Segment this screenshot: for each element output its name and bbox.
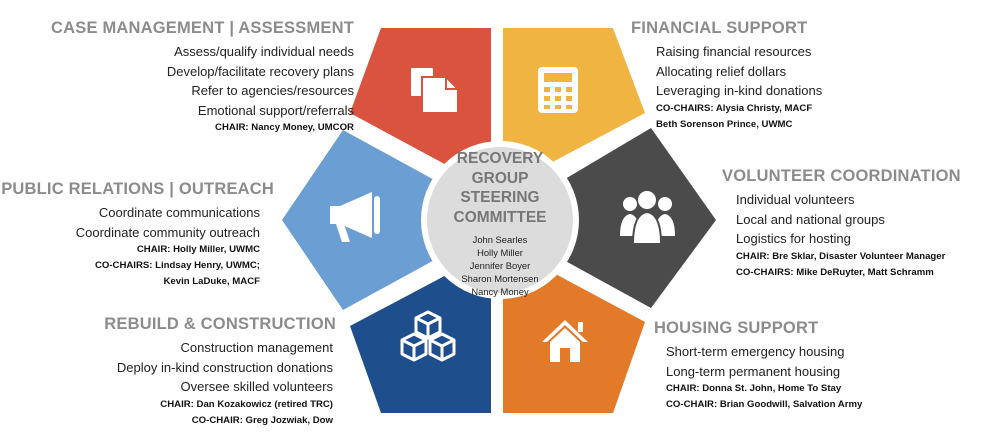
member-name: Jennifer Boyer: [469, 260, 531, 271]
panel-title: REBUILD & CONSTRUCTION: [104, 315, 336, 333]
panel-item: Raising financial resources: [656, 44, 812, 59]
panel-item: Refer to agencies/resources: [191, 83, 354, 98]
panel-item: Leveraging in-kind donations: [656, 83, 823, 98]
boxes-icon: [400, 310, 456, 362]
center-title-line: STEERING: [460, 189, 540, 206]
panel-title: FINANCIAL SUPPORT: [631, 19, 808, 37]
panel-chair: CHAIR: Holly Miller, UWMC: [136, 244, 260, 255]
panel-item: Deploy in-kind construction donations: [116, 359, 333, 375]
panel-chair: CHAIR: Nancy Money, UMCOR: [215, 122, 354, 133]
panel-chair: CO-CHAIRS: Alysia Christy, MACF: [656, 102, 813, 114]
panel-item: Emotional support/referrals: [197, 102, 354, 118]
panel-item: Allocating relief dollars: [656, 63, 787, 79]
panel-title: HOUSING SUPPORT: [654, 319, 819, 337]
center-title-line: COMMITTEE: [453, 208, 547, 226]
panel-chair: CHAIR: Dan Kozakowicz (retired TRC): [160, 398, 333, 410]
center-title-line: RECOVERY: [456, 150, 544, 167]
panel-item: Construction management: [180, 340, 333, 355]
panel-chair: CO-CHAIR: Brian Goodwill, Salvation Army: [666, 399, 863, 410]
panel-public-relations: PUBLIC RELATIONS | OUTREACH Coordinate c…: [1, 180, 274, 290]
house-icon: [542, 320, 588, 362]
panel-item: Coordinate communications: [98, 205, 260, 220]
panel-financial-support: FINANCIAL SUPPORT Raising financial reso…: [631, 19, 822, 133]
panel-housing-support: HOUSING SUPPORT Short-term emergency hou…: [654, 319, 862, 413]
member-name: Nancy Money: [471, 286, 529, 297]
member-name: Holly Miller: [477, 247, 523, 258]
panel-item: Develop/facilitate recovery plans: [166, 63, 354, 79]
panel-chair: CHAIR: Bre Sklar, Disaster Volunteer Man…: [736, 250, 946, 262]
center-title-line: GROUP: [471, 169, 529, 187]
panel-item: Logistics for hosting: [736, 231, 851, 246]
panel-item: Assess/qualify individual needs: [174, 44, 354, 59]
panel-rebuild-construction: REBUILD & CONSTRUCTION Construction mana…: [104, 315, 336, 429]
panel-chair: CO-CHAIRS: Lindsay Henry, UWMC;: [94, 260, 260, 271]
panel-chair: Beth Sorenson Prince, UWMC: [656, 118, 793, 130]
panel-item: Local and national groups: [736, 211, 885, 227]
member-name: Sharon Mortensen: [461, 273, 539, 284]
calculator-icon: [538, 67, 578, 113]
people-group-icon: [620, 191, 675, 245]
panel-chair: CO-CHAIR: Greg Jozwiak, Dow: [191, 414, 333, 426]
panel-title: PUBLIC RELATIONS | OUTREACH: [1, 180, 274, 198]
panel-item: Oversee skilled volunteers: [180, 379, 333, 394]
panel-title: CASE MANAGEMENT | ASSESSMENT: [51, 19, 354, 37]
panel-chair: CHAIR: Donna St. John, Home To Stay: [666, 383, 842, 394]
document-icon: [409, 66, 459, 114]
center-circle: [421, 141, 579, 299]
panel-item: Individual volunteers: [736, 192, 855, 207]
panel-volunteer-coordination: VOLUNTEER COORDINATION Individual volunt…: [722, 167, 961, 281]
panel-case-management: CASE MANAGEMENT | ASSESSMENT Assess/qual…: [51, 19, 354, 136]
center-members: John Searles Holly Miller Jennifer Boyer…: [438, 233, 562, 298]
megaphone-icon: [330, 192, 380, 242]
center-title: RECOVERY GROUP STEERING COMMITTEE: [438, 149, 562, 227]
panel-item: Coordinate community outreach: [75, 224, 260, 240]
panel-item: Short-term emergency housing: [666, 344, 845, 359]
panel-chair: Kevin LaDuke, MACF: [163, 276, 261, 287]
member-name: John Searles: [472, 234, 528, 245]
panel-title: VOLUNTEER COORDINATION: [722, 167, 961, 185]
panel-item: Long-term permanent housing: [666, 363, 841, 379]
panel-chair: CO-CHAIRS: Mike DeRuyter, Matt Schramm: [736, 266, 934, 278]
